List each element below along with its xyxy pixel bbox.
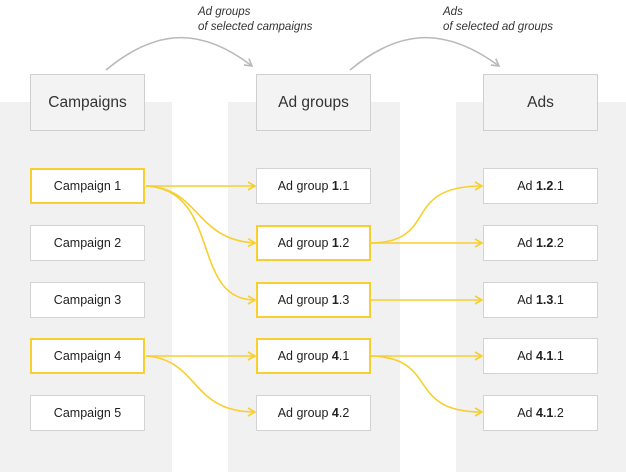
ad-group-prefix: Ad group — [277, 406, 332, 420]
ad-box: Ad 1.2.2 — [483, 225, 598, 261]
campaign-box: Campaign 3 — [30, 282, 145, 318]
ad-prefix: Ad — [517, 179, 536, 193]
campaign-label: Campaign 1 — [53, 179, 122, 193]
campaign-box: Campaign 4 — [30, 338, 145, 374]
ad-group-number: 1.2 — [535, 179, 554, 193]
ad-groups-header: Ad groups — [256, 74, 371, 131]
campaign-label: Campaign 4 — [53, 349, 122, 363]
campaign-box: Campaign 2 — [30, 225, 145, 261]
ad-group-campaign-number: 4 — [331, 349, 339, 363]
ad-suffix: .1 — [553, 179, 564, 193]
adgroup4-1-to-ad4-1-2 — [370, 355, 484, 417]
ad-group-box: Ad group 1.2 — [256, 225, 371, 261]
ads-note-line1: Ads — [443, 6, 463, 18]
ad-box: Ad 4.1.2 — [483, 395, 598, 431]
ad-groups-note: Ad groups of selected campaigns — [198, 5, 312, 35]
ads-note-line2: of selected ad groups — [443, 21, 553, 33]
ads-note: Ads of selected ad groups — [443, 5, 553, 35]
ad-group-number: 1.3 — [535, 293, 554, 307]
ad-group-campaign-number: 1 — [331, 236, 339, 250]
campaign-label: Campaign 2 — [53, 236, 122, 250]
ad-group-campaign-number: 1 — [331, 179, 339, 193]
campaign-box: Campaign 1 — [30, 168, 145, 204]
ad-group-box: Ad group 1.3 — [256, 282, 371, 318]
campaign-box: Campaign 5 — [30, 395, 145, 431]
ad-group-box: Ad group 1.1 — [256, 168, 371, 204]
ad-group-campaign-number: 1 — [331, 293, 339, 307]
ad-groups-note-line1: Ad groups — [198, 6, 251, 18]
ad-prefix: Ad — [517, 293, 536, 307]
ad-group-number: 1.2 — [535, 236, 554, 250]
ad-group-prefix: Ad group — [277, 293, 332, 307]
campaign1-to-adgroup1-3 — [145, 185, 257, 305]
ad-group-number: 4.1 — [535, 406, 554, 420]
ad-group-suffix: .3 — [338, 293, 350, 307]
ad-group-suffix: .2 — [338, 406, 350, 420]
ads-header: Ads — [483, 74, 598, 131]
ad-groups-note-line2: of selected campaigns — [198, 21, 313, 33]
ad-box: Ad 4.1.1 — [483, 338, 598, 374]
ad-group-prefix: Ad group — [277, 236, 332, 250]
campaigns-header: Campaigns — [30, 74, 145, 131]
ad-group-box: Ad group 4.2 — [256, 395, 371, 431]
ad-prefix: Ad — [517, 406, 536, 420]
ad-group-box: Ad group 4.1 — [256, 338, 371, 374]
ad-suffix: .2 — [553, 406, 564, 420]
ad-suffix: .1 — [553, 293, 564, 307]
ad-group-suffix: .1 — [338, 349, 350, 363]
ad-suffix: .2 — [553, 236, 564, 250]
ad-prefix: Ad — [517, 236, 536, 250]
ad-group-suffix: .2 — [338, 236, 350, 250]
campaign-label: Campaign 3 — [53, 293, 122, 307]
adgroups-to-ads-arc — [349, 36, 501, 71]
ad-box: Ad 1.2.1 — [483, 168, 598, 204]
ad-group-prefix: Ad group — [277, 179, 332, 193]
campaign4-to-adgroup4-2 — [145, 355, 257, 417]
ad-box: Ad 1.3.1 — [483, 282, 598, 318]
ad-prefix: Ad — [517, 349, 536, 363]
campaigns-to-adgroups-arc — [105, 36, 254, 71]
ad-suffix: .1 — [553, 349, 564, 363]
ad-group-campaign-number: 4 — [331, 406, 339, 420]
campaign-label: Campaign 5 — [53, 406, 122, 420]
ad-group-prefix: Ad group — [277, 349, 332, 363]
adgroup1-2-to-ad1-2-1 — [370, 181, 484, 244]
ad-group-number: 4.1 — [535, 349, 554, 363]
ad-group-suffix: .1 — [338, 179, 350, 193]
